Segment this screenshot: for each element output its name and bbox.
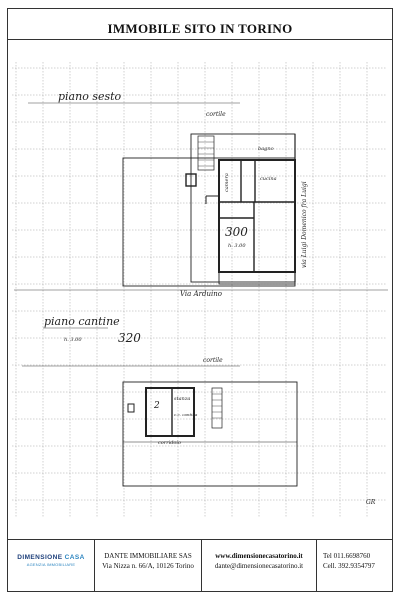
agency-address: Via Nizza n. 66/A, 10126 Torino [102,562,194,570]
website-link[interactable]: www.dimensionecasatorino.it [215,552,303,560]
cellar-small-label: c.c. cantina [174,412,198,417]
footer-divider [316,540,317,592]
agency-logo: DIMENSIONE CASA AGENZIA IMMOBILIARE [8,540,94,592]
footer-divider [201,540,202,592]
room-label: camera [224,173,230,192]
street-side-label: via Luigi Domenico fra Luigi [301,181,308,268]
cellar-room-label: stanza [174,396,190,402]
cellar-number: 2 [153,401,160,411]
agency-info: DANTE IMMOBILIARE SAS Via Nizza n. 66/A,… [95,540,201,592]
cellar-corridor-label: corridoio [158,440,181,446]
logo-accent-text: CASA [64,554,85,561]
kitchen-label: cucina [260,176,277,182]
telephone-number: Tel 011.6698760 [323,552,371,560]
document-title: IMMOBILE SITO IN TORINO [107,21,293,36]
cell-number: Cell. 392.9354797 [323,562,375,570]
phone-contacts: Tel 011.6698760 Cell. 392.9354797 [317,540,392,592]
email-link[interactable]: dante@dimensionecasatorino.it [214,562,304,570]
bathroom-label: bagno [258,146,274,152]
signature: GR [366,499,376,506]
page-frame [7,8,393,592]
footer-divider [94,540,95,592]
sixth-floor-height-note: h. 3.00 [228,243,246,249]
web-contacts: www.dimensionecasatorino.it dante@dimens… [202,540,316,592]
cellar-courtyard-label: cortile [203,357,223,364]
cellar-building [122,381,298,487]
sixth-floor-label: piano sesto [58,90,122,103]
street-bottom-label: Via Arduino [180,290,222,298]
header-divider [8,39,392,40]
cellar-height-value: 320 [118,331,141,345]
logo-main-text: DIMENSIONE [17,554,63,561]
sixth-floor-building [122,133,296,287]
cellar-label: piano cantine [44,315,120,328]
cellar-height-note: h. 3.00 [64,337,82,343]
courtyard-label: cortile [206,111,226,118]
agency-name: DANTE IMMOBILIARE SAS [104,552,192,560]
sixth-floor-height-value: 300 [225,225,248,239]
floor-plan: piano sesto cortile [8,58,392,528]
footer: DIMENSIONE CASA AGENZIA IMMOBILIARE DANT… [8,539,392,592]
logo-tagline: AGENZIA IMMOBILIARE [26,562,76,567]
